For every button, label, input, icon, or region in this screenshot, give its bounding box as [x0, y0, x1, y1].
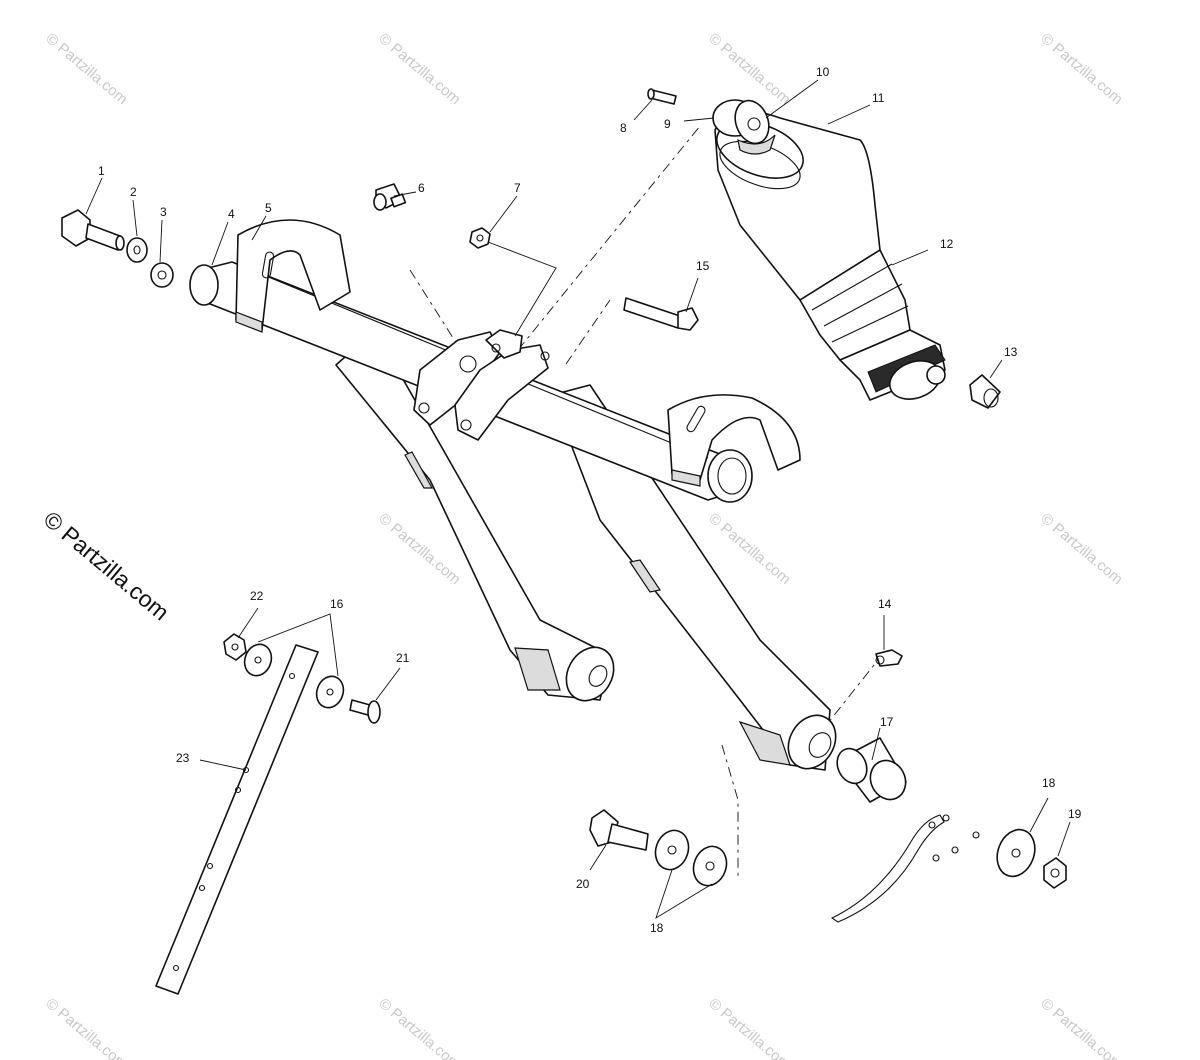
- watermark: © Partzilla.com: [42, 30, 130, 108]
- callout-6: 6: [418, 181, 425, 195]
- watermark: © Partzilla.com: [705, 30, 793, 108]
- torque-arm-assembly: [189, 219, 837, 771]
- callout-18: 18: [1042, 776, 1056, 790]
- callout-15: 15: [696, 259, 710, 273]
- callout-19: 19: [1068, 807, 1082, 821]
- callout-21: 21: [396, 651, 410, 665]
- watermark: © Partzilla.com: [42, 995, 130, 1060]
- callout-10: 10: [816, 65, 830, 79]
- watermark: © Partzilla.com: [1037, 510, 1125, 588]
- watermark: © Partzilla.com: [705, 995, 793, 1060]
- callout-22: 22: [250, 589, 264, 603]
- callout-7: 7: [514, 181, 521, 195]
- watermark: © Partzilla.com: [375, 30, 463, 108]
- shock-absorber: [712, 99, 946, 401]
- leader-lines: [85, 79, 1071, 920]
- callouts: 1 2 3 4 5 6 7 8 9 10 11 12 13 14 15 16 1…: [98, 65, 1082, 935]
- callout-9: 9: [664, 117, 671, 131]
- callout-20: 20: [576, 877, 590, 891]
- watermark: © Partzilla.com: [1037, 995, 1125, 1060]
- callout-14: 14: [878, 597, 892, 611]
- watermark: © Partzilla.com: [375, 995, 463, 1060]
- callout-8: 8: [620, 121, 627, 135]
- callout-12: 12: [940, 237, 954, 251]
- callout-2: 2: [130, 185, 137, 199]
- callout-4: 4: [228, 207, 235, 221]
- callout-1: 1: [98, 164, 105, 178]
- callout-3: 3: [160, 205, 167, 219]
- hardware: [61, 88, 1067, 995]
- callout-13: 13: [1004, 345, 1018, 359]
- watermark: © Partzilla.com: [705, 510, 793, 588]
- callout-18: 18: [650, 921, 664, 935]
- callout-23: 23: [176, 751, 190, 765]
- copyright-label: © Partzilla.com: [39, 506, 174, 626]
- watermark: © Partzilla.com: [1037, 30, 1125, 108]
- callout-11: 11: [872, 91, 885, 105]
- callout-16: 16: [330, 597, 344, 611]
- callout-5: 5: [265, 201, 272, 215]
- callout-17: 17: [880, 715, 894, 729]
